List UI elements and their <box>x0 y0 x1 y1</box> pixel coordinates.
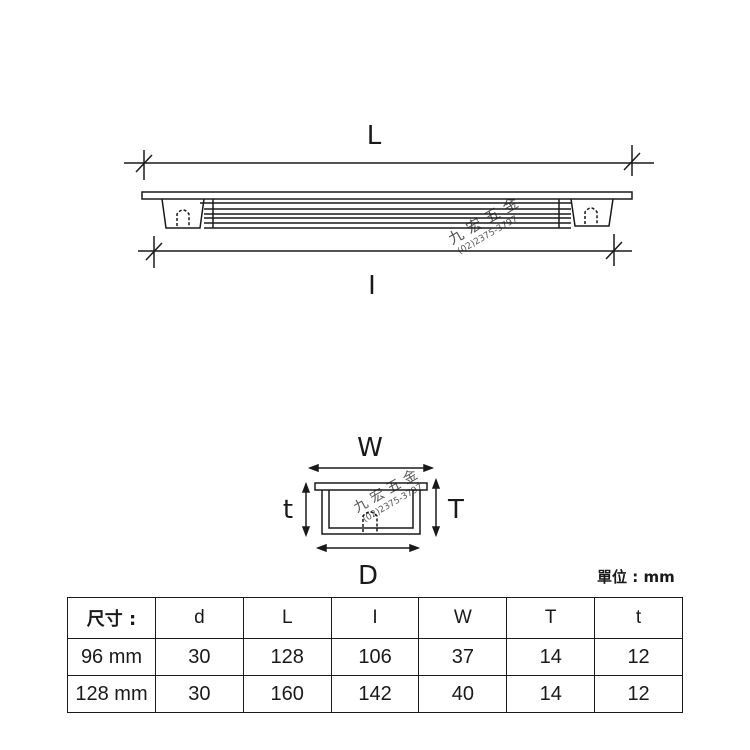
header-size: 尺寸 : <box>67 596 156 640</box>
cell-L: 160 <box>242 675 332 713</box>
header-T: T <box>506 596 596 640</box>
cell-I: 142 <box>330 675 420 713</box>
cell-t: 12 <box>594 638 683 677</box>
header-I: I <box>330 596 420 640</box>
watermark-end: 九宏五金 (02)2375-3797 <box>351 464 425 524</box>
cell-T: 14 <box>506 638 596 677</box>
dimension-line-W <box>307 463 435 473</box>
handle-front-body <box>141 191 633 229</box>
cell-W: 40 <box>418 675 508 713</box>
cell-T: 14 <box>506 675 596 713</box>
label-W: W <box>357 433 383 463</box>
dimension-table: 尺寸 : d L I W T t 96 mm 30 128 106 37 14 … <box>67 596 683 713</box>
cell-d: 30 <box>155 638 244 677</box>
label-I: I <box>368 271 376 301</box>
label-T: T <box>447 495 464 525</box>
cell-L: 128 <box>242 638 332 677</box>
dimension-line-L <box>124 145 654 180</box>
header-d: d <box>155 596 244 640</box>
cell-t: 12 <box>594 675 683 713</box>
cell-size: 128 mm <box>67 675 156 713</box>
table-row: 96 mm 30 128 106 37 14 12 <box>67 638 683 677</box>
handle-end-profile <box>314 482 428 535</box>
cell-W: 37 <box>418 638 508 677</box>
watermark-front: 九宏五金 (02)2375-3797 <box>445 191 527 257</box>
dimension-line-D <box>315 543 421 553</box>
label-D: D <box>358 561 378 591</box>
cell-I: 106 <box>330 638 420 677</box>
header-L: L <box>242 596 332 640</box>
end-view <box>301 463 441 553</box>
cell-d: 30 <box>155 675 244 713</box>
front-view <box>124 145 654 268</box>
table-header-row: 尺寸 : d L I W T t <box>67 596 683 640</box>
label-t: t <box>283 495 293 525</box>
label-L: L <box>367 121 382 151</box>
dimension-line-I <box>138 234 632 268</box>
table-row: 128 mm 30 160 142 40 14 12 <box>67 675 683 713</box>
dimension-line-T <box>431 477 441 538</box>
header-W: W <box>418 596 508 640</box>
unit-note: 單位 : mm <box>597 568 675 586</box>
header-t: t <box>594 596 683 640</box>
dimension-line-t <box>301 481 311 538</box>
cell-size: 96 mm <box>67 638 156 677</box>
